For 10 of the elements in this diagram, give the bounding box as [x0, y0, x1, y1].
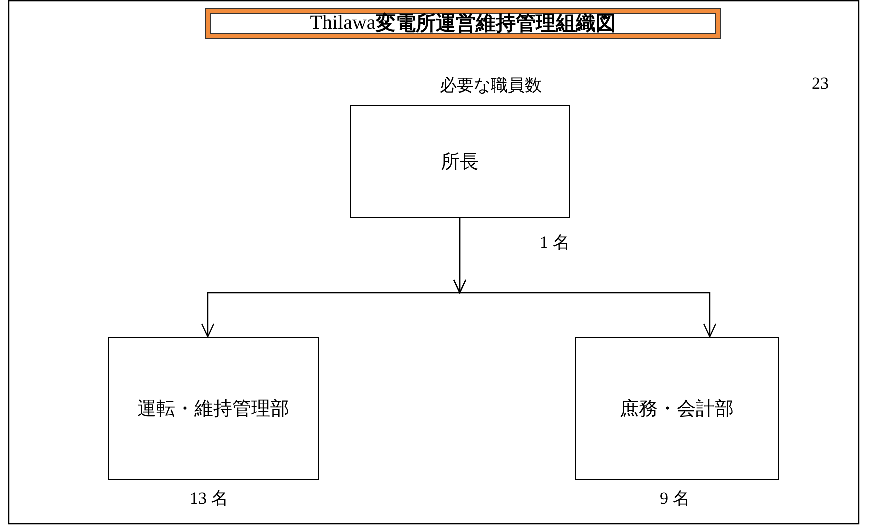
org-box: 運転・維持管理部 — [108, 337, 319, 480]
org-box: 庶務・会計部 — [575, 337, 779, 480]
arrow — [453, 217, 717, 338]
title-banner: Thilawa変電所運営維持管理組織図 — [205, 8, 721, 39]
staff-count: 1 名 — [540, 232, 570, 254]
note-text: 23 — [812, 74, 829, 94]
staff-count: 13 名 — [190, 488, 228, 510]
staff-count: 9 名 — [660, 488, 690, 510]
org-box: 所長 — [350, 105, 570, 218]
note-text: 必要な職員数 — [440, 75, 542, 97]
